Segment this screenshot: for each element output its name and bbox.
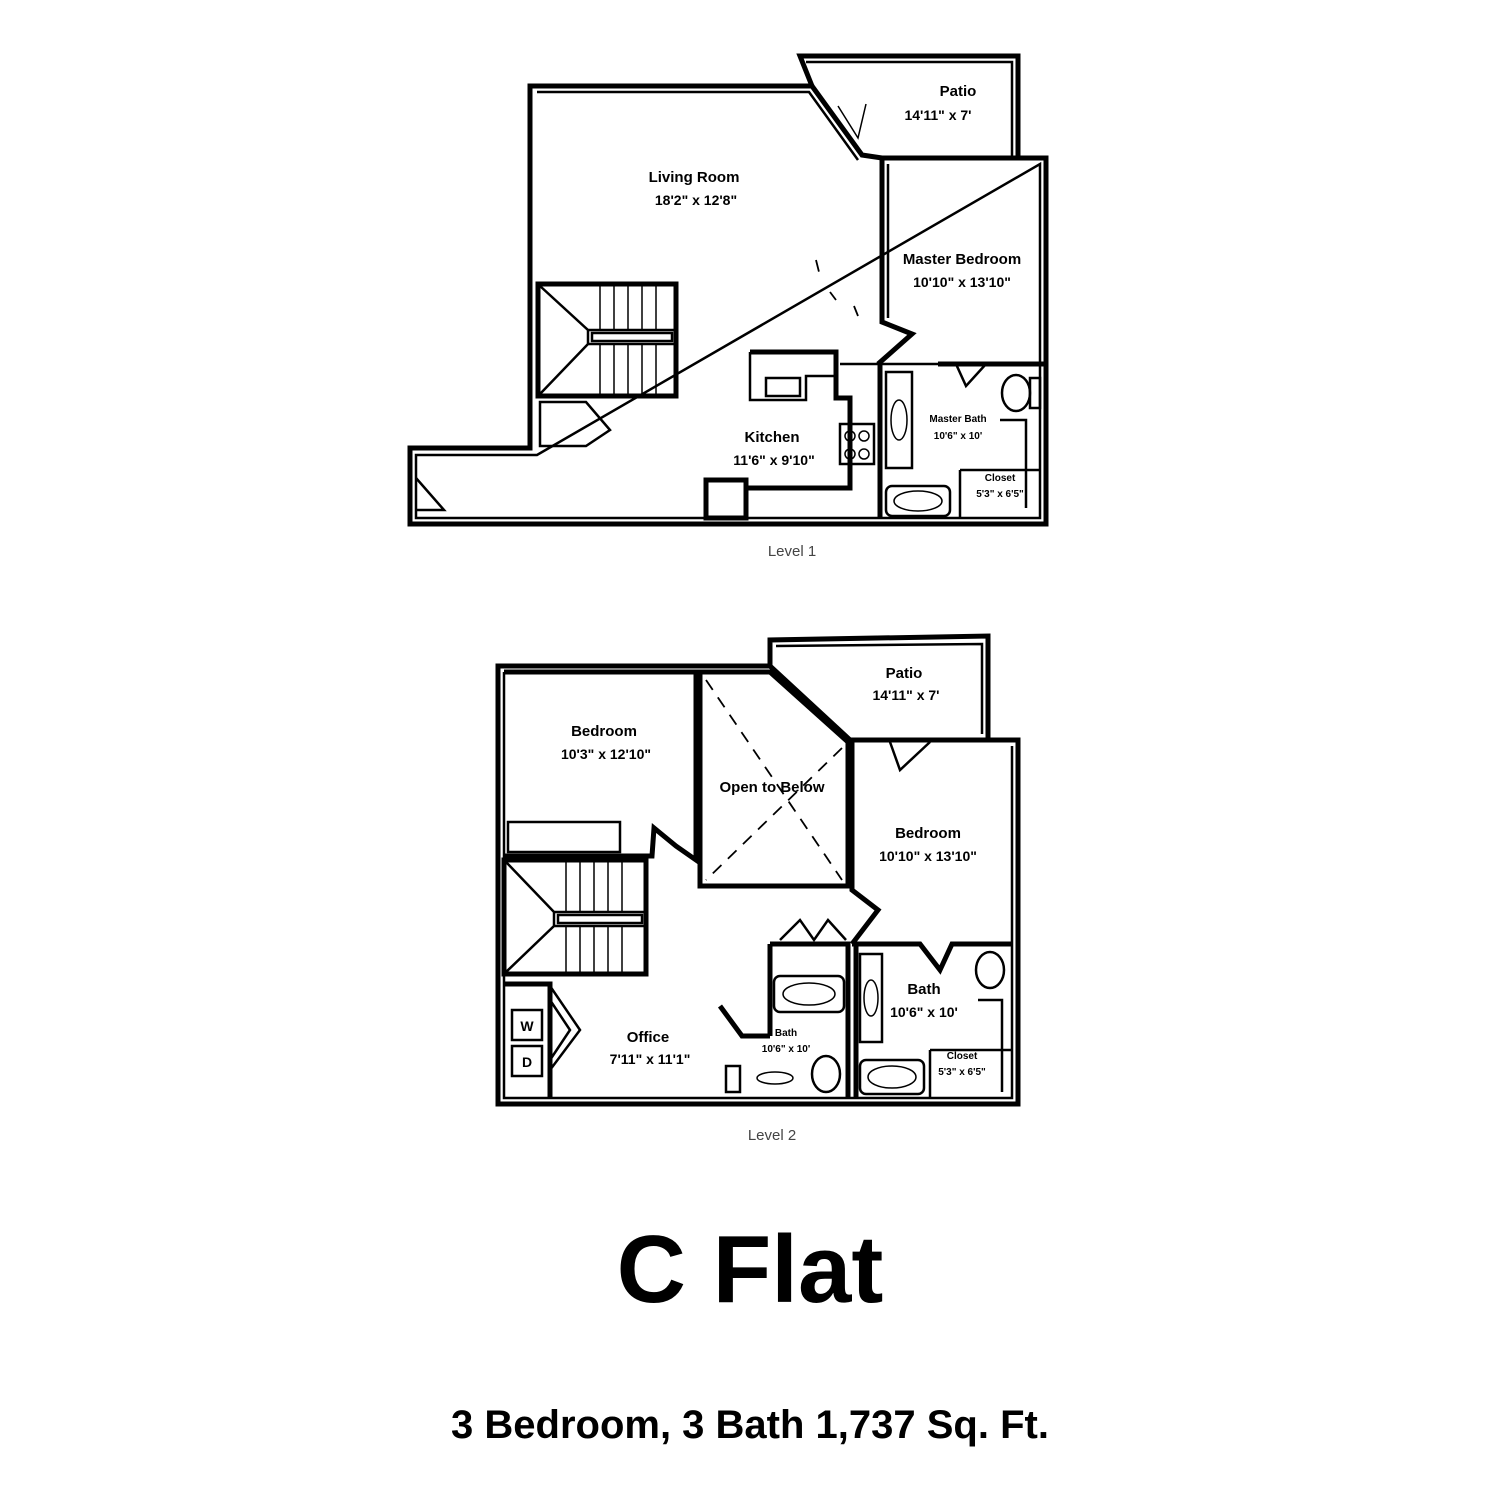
l1-kitchen-dim: 11'6" x 9'10"	[733, 452, 814, 468]
l2-patio-dim: 14'11" x 7'	[872, 687, 939, 703]
level-1-outer-wall	[407, 83, 1049, 527]
plan-subtitle: 3 Bedroom, 3 Bath 1,737 Sq. Ft.	[451, 1403, 1049, 1447]
l1-master-bath-name: Master Bath	[929, 414, 986, 425]
l2-bedroom-left-name: Bedroom	[571, 723, 637, 740]
l2-bedroom-right-dim: 10'10" x 13'10"	[879, 848, 977, 864]
l1-living-dim: 18'2" x 12'8"	[655, 192, 737, 208]
level-2-plan	[495, 633, 1021, 1107]
l1-closet-name: Closet	[985, 473, 1016, 484]
l2-office-dim: 7'11" x 11'1"	[610, 1051, 691, 1067]
level-2-patio-wall	[767, 633, 991, 740]
l1-master-bed-name: Master Bedroom	[903, 251, 1021, 268]
level-1-labels: Patio 14'11" x 7' Living Room 18'2" x 12…	[649, 83, 1024, 560]
l2-closet-name: Closet	[947, 1051, 978, 1062]
level-1-plan	[407, 53, 1049, 527]
l2-patio-name: Patio	[886, 665, 923, 682]
l1-master-bath-dim: 10'6" x 10'	[934, 431, 982, 442]
level-1-patio-wall	[796, 53, 1021, 158]
l1-kitchen-name: Kitchen	[744, 429, 799, 446]
l2-bedroom-right-name: Bedroom	[895, 825, 961, 842]
l2-office-name: Office	[627, 1029, 670, 1046]
washer-box	[510, 1008, 544, 1042]
l1-patio-name: Patio	[940, 83, 977, 100]
l1-closet-dim: 5'3" x 6'5"	[976, 489, 1024, 500]
l2-bath-right-dim: 10'6" x 10'	[890, 1004, 958, 1020]
l1-living-name: Living Room	[649, 169, 740, 186]
l2-open-to-below: Open to Below	[720, 779, 825, 796]
dryer-box	[510, 1044, 544, 1078]
level-1-caption: Level 1	[768, 543, 816, 560]
level-2-labels: Patio 14'11" x 7' Bedroom 10'3" x 12'10"…	[520, 665, 986, 1144]
l2-bedroom-left-dim: 10'3" x 12'10"	[561, 746, 651, 762]
l2-bath-right-name: Bath	[907, 981, 940, 998]
washer-label: W	[520, 1018, 534, 1034]
l1-master-bed-dim: 10'10" x 13'10"	[913, 274, 1011, 290]
l2-bath-small-dim: 10'6" x 10'	[762, 1044, 810, 1055]
l2-bath-small-name: Bath	[775, 1028, 797, 1039]
dryer-label: D	[522, 1054, 532, 1070]
level-2-caption: Level 2	[748, 1127, 796, 1144]
l1-patio-dim: 14'11" x 7'	[904, 107, 971, 123]
l2-closet-dim: 5'3" x 6'5"	[938, 1067, 986, 1078]
plan-title: C Flat	[616, 1216, 884, 1323]
